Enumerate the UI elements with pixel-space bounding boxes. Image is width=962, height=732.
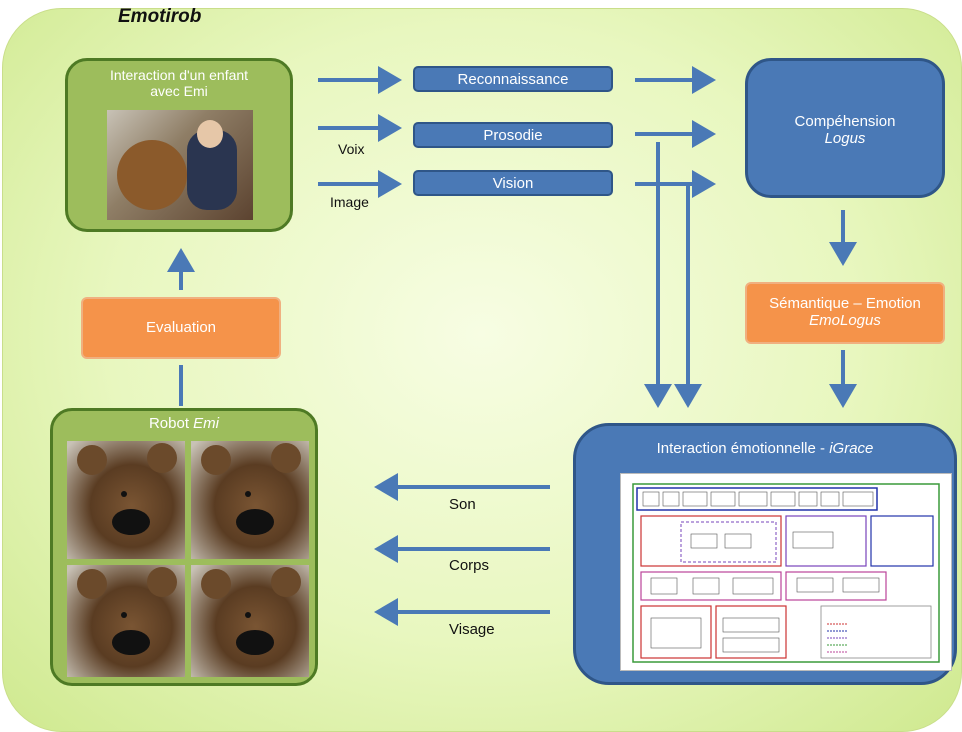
vision-box: Vision <box>413 170 613 196</box>
son-label: Son <box>449 496 476 513</box>
semantique-emotion-box: Sémantique – Emotion EmoLogus <box>745 282 945 344</box>
igrace-title-em: iGrace <box>829 440 874 457</box>
robot-face-photo-1 <box>67 441 185 559</box>
igrace-title-text: Interaction émotionnelle - <box>656 440 830 457</box>
prosodie-box: Prosodie <box>413 122 613 148</box>
interaction-child-box: Interaction d'un enfant avec Emi <box>65 58 293 232</box>
robot-emi-box: Robot Emi <box>50 408 318 686</box>
child-photo <box>107 110 253 220</box>
evaluation-box: Evaluation <box>81 297 281 359</box>
robot-face-photo-4 <box>191 565 309 677</box>
robot-title: Robot Emi <box>53 415 315 432</box>
robot-face-photo-2 <box>191 441 309 559</box>
comprehension-line1: Compéhension <box>794 113 896 130</box>
comprehension-box: Compéhension Logus <box>745 58 945 198</box>
interaction-title-line1: Interaction d'un enfant <box>109 67 249 83</box>
interaction-title-line2: avec Emi <box>150 83 208 99</box>
image-label: Image <box>330 194 369 210</box>
visage-label: Visage <box>449 621 495 638</box>
igrace-title: Interaction émotionnelle - iGrace <box>576 440 954 457</box>
diagram-title: Emotirob <box>118 6 202 27</box>
comprehension-line2: Logus <box>824 130 866 147</box>
semantique-line2: EmoLogus <box>809 312 881 329</box>
igrace-schema-image <box>620 473 952 671</box>
robot-name: Robot <box>148 415 194 432</box>
reconnaissance-box: Reconnaissance <box>413 66 613 92</box>
voix-label: Voix <box>338 141 365 157</box>
robot-face-photo-3 <box>67 565 185 677</box>
igrace-schema-figure <box>632 483 940 663</box>
corps-label: Corps <box>449 557 490 574</box>
semantique-line1: Sémantique – Emotion <box>769 295 921 312</box>
robot-name-em: Emi <box>193 415 220 432</box>
